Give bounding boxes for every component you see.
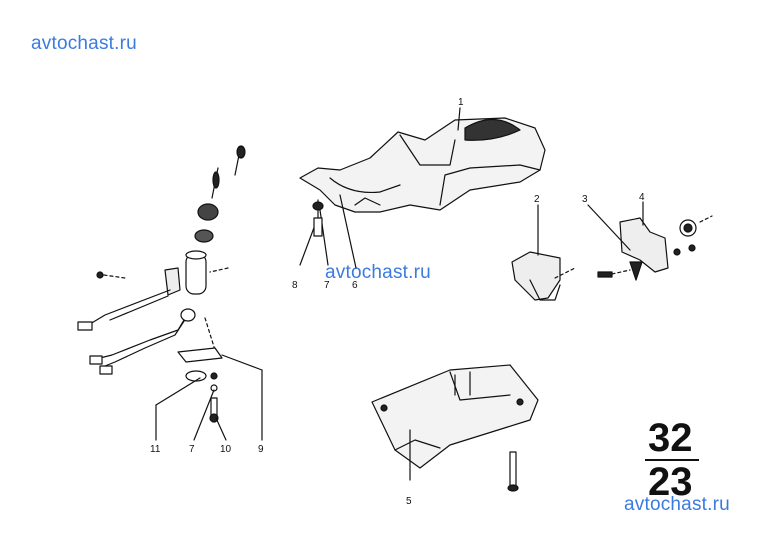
callout-8: 8 (292, 280, 298, 291)
bracket-2 (511, 204, 576, 301)
callout-2: 2 (534, 194, 540, 205)
callout-5: 5 (406, 496, 412, 507)
group-number-bottom: 23 (648, 460, 693, 504)
callout-1: 1 (458, 97, 464, 108)
callout-11: 11 (150, 444, 161, 455)
callout-9: 9 (258, 444, 264, 455)
bracket-3-4 (587, 201, 713, 281)
watermark-top: avtochast.ru (31, 33, 137, 54)
callout-3: 3 (582, 194, 588, 205)
callout-7-top: 7 (324, 280, 330, 291)
cable-assembly (77, 145, 246, 375)
upper-column-cover (299, 107, 546, 213)
watermark-bottom: avtochast.ru (624, 494, 730, 515)
lower-column-cover (371, 364, 539, 492)
callout-10: 10 (220, 444, 232, 455)
group-number-top: 32 (648, 416, 693, 460)
screw-8 (312, 201, 324, 237)
callout-7-bottom: 7 (189, 444, 195, 455)
lever-9 (155, 347, 263, 441)
callout-6: 6 (352, 280, 358, 291)
group-number-divider (645, 459, 699, 461)
watermark-middle: avtochast.ru (325, 262, 431, 283)
callout-4: 4 (639, 192, 645, 203)
